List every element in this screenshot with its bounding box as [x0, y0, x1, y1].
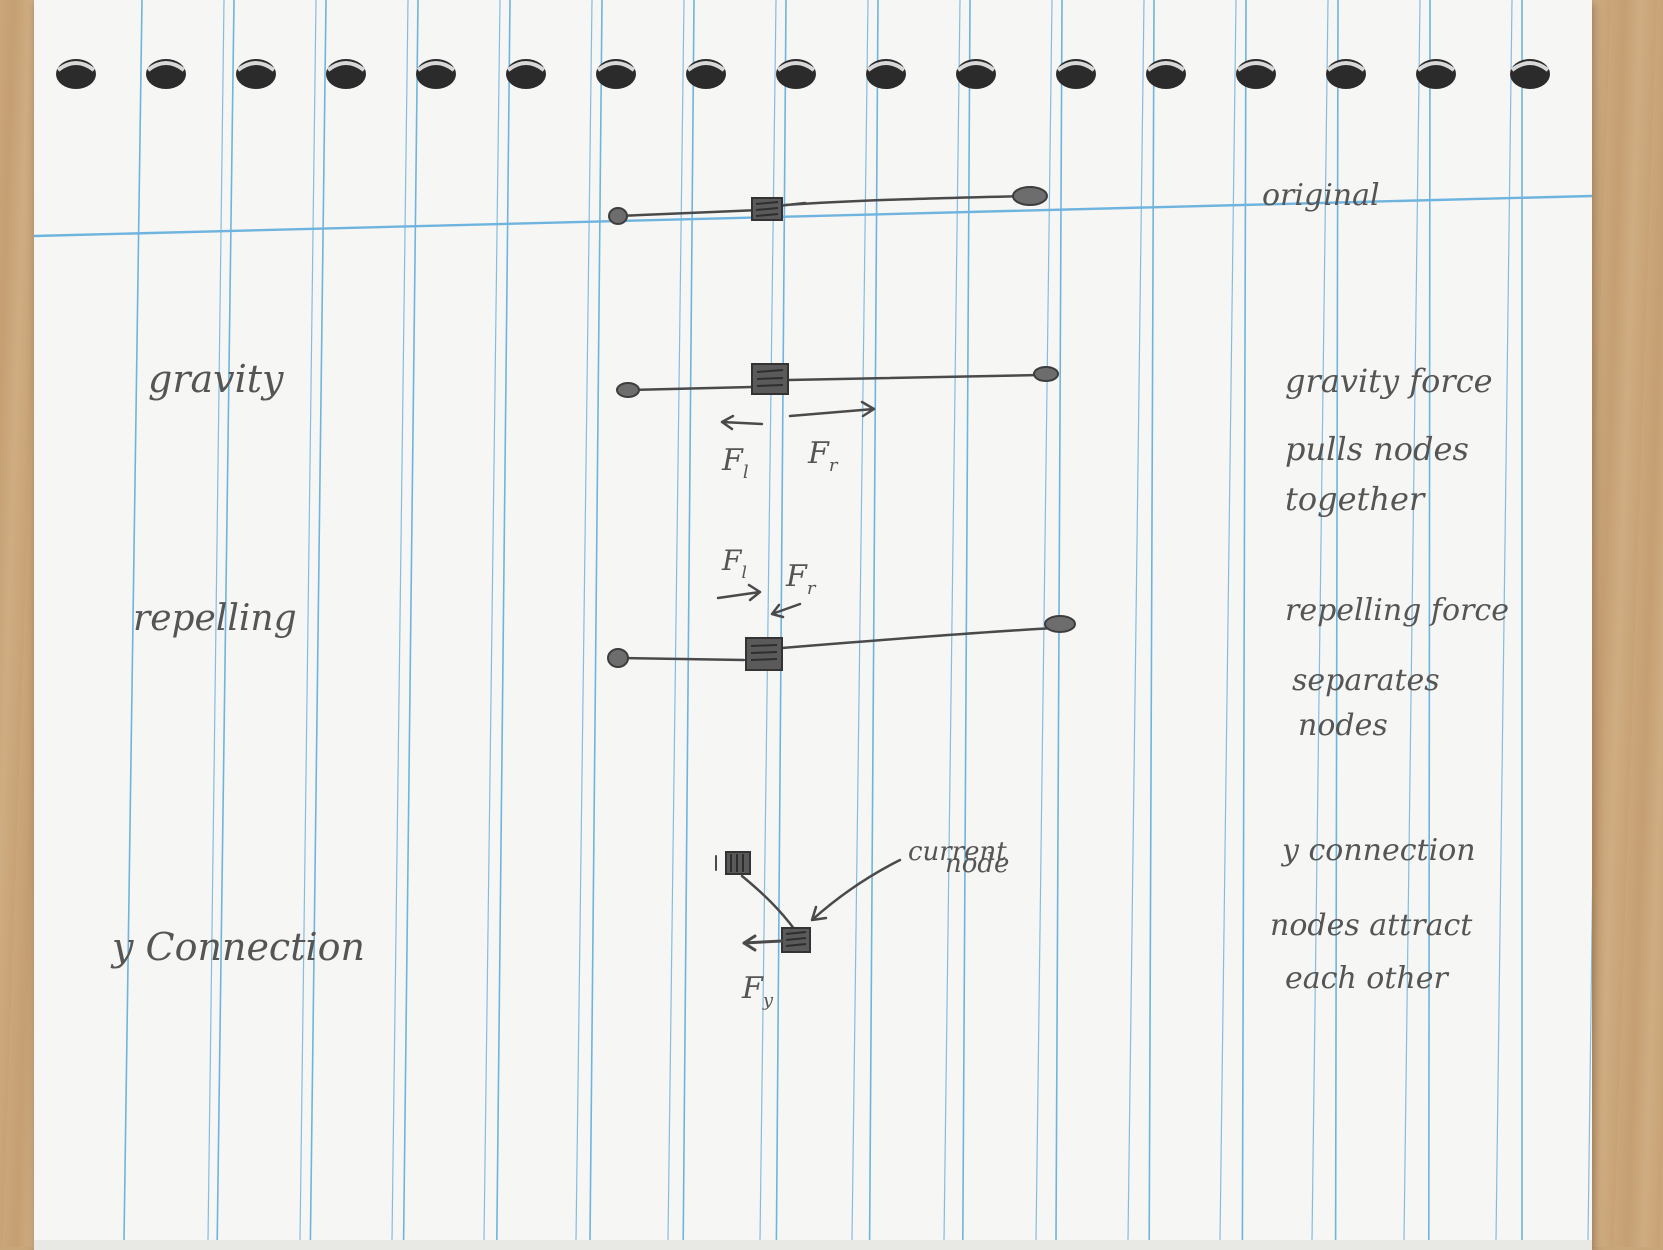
repelling-left-force: Fl: [721, 544, 747, 583]
y-connection-label: y Connection: [110, 925, 365, 969]
connected-box-node: [715, 851, 751, 875]
spiral-wire: [1416, 61, 1456, 72]
ruled-line: [299, 0, 317, 1240]
original-right-node: [1012, 186, 1048, 206]
ruled-line: [483, 0, 501, 1240]
y-connection-note: y connection nodes attract each other: [1270, 833, 1485, 996]
row-repelling: repelling Fl Fr repelling force separate…: [133, 544, 1519, 743]
repelling-box-node: [745, 637, 783, 671]
ruled-line: [309, 0, 327, 1240]
ruled-line: [1334, 0, 1339, 1240]
gravity-box-node: [751, 363, 789, 395]
ruled-line: [775, 0, 787, 1240]
gravity-left-arrow: [720, 414, 764, 431]
gravity-right-node: [1033, 366, 1059, 382]
ruled-line: [1035, 0, 1053, 1240]
ruled-line: [1311, 0, 1329, 1240]
spiral-wire: [326, 61, 366, 72]
ruled-line: [1241, 0, 1247, 1240]
ruled-line: [1495, 0, 1513, 1240]
y-force-arrow: [742, 934, 784, 952]
spiral-wire: [146, 61, 186, 72]
spiral-wire: [1056, 61, 1096, 72]
row-y-connection: y Connection Fy current node y connectio…: [110, 833, 1485, 1011]
current-node-annotation: current node: [908, 837, 1015, 879]
repelling-right-arrow: [770, 602, 802, 619]
ruled-lines: [34, 0, 1592, 1240]
ruled-line: [868, 0, 879, 1240]
row-original: original: [608, 178, 1380, 225]
spiral-binding-holes: [56, 59, 1550, 89]
spiral-wire: [956, 61, 996, 72]
repelling-note: repelling force separates nodes: [1285, 593, 1519, 743]
margin-line: [34, 194, 1592, 238]
repelling-left-arrow: [716, 583, 762, 602]
original-edge: [616, 194, 1027, 218]
spiral-wire: [506, 61, 546, 72]
original-note: original: [1262, 178, 1380, 213]
spiral-wire: [1236, 61, 1276, 72]
ruled-line: [496, 0, 511, 1240]
ruled-line: [589, 0, 603, 1240]
original-box-node: [751, 197, 783, 221]
spiral-wire: [56, 61, 96, 72]
repelling-label: repelling: [133, 598, 297, 639]
ruled-line: [962, 0, 971, 1240]
spiral-wire: [866, 61, 906, 72]
ruled-line: [1403, 0, 1421, 1240]
ruled-line: [216, 0, 235, 1240]
spiral-wire: [686, 61, 726, 72]
gravity-left-node: [616, 382, 640, 398]
gravity-label: gravity: [148, 357, 284, 401]
ruled-line: [575, 0, 593, 1240]
original-left-node: [608, 207, 628, 225]
gravity-note: gravity force pulls nodes together: [1285, 362, 1503, 518]
repelling-left-node: [607, 648, 629, 668]
y-force-label: Fy: [741, 971, 774, 1011]
notebook-page: [34, 0, 1592, 1250]
repelling-edge: [618, 626, 1057, 662]
gravity-right-arrow: [788, 400, 876, 418]
spiral-wire: [776, 61, 816, 72]
ruled-line: [391, 0, 409, 1240]
ruled-line: [1219, 0, 1237, 1240]
gravity-right-force: Fr: [807, 436, 839, 476]
repelling-right-node: [1044, 615, 1076, 633]
ruled-line: [851, 0, 869, 1240]
y-connection-edge: [740, 874, 797, 932]
gravity-left-force: Fl: [721, 443, 749, 483]
ruled-line: [682, 0, 695, 1240]
spiral-wire: [416, 61, 456, 72]
ruled-line: [943, 0, 961, 1240]
row-gravity: gravity Fl Fr gravity force pulls nodes …: [148, 357, 1503, 518]
spiral-wire: [1326, 61, 1366, 72]
spiral-wire: [596, 61, 636, 72]
ruled-line: [1587, 883, 1592, 1240]
ruled-line: [667, 0, 685, 1240]
ruled-line: [1428, 0, 1431, 1240]
current-node-pointer-arrow: [810, 858, 902, 922]
current-box-node: [781, 927, 811, 953]
ruled-line: [123, 0, 143, 1240]
spiral-wire: [1146, 61, 1186, 72]
ruled-line: [207, 0, 225, 1240]
spiral-wire: [236, 61, 276, 72]
ruled-line: [402, 0, 419, 1240]
spiral-wire: [1510, 61, 1550, 72]
gravity-edge: [626, 373, 1042, 392]
repelling-right-force: Fr: [785, 559, 817, 599]
